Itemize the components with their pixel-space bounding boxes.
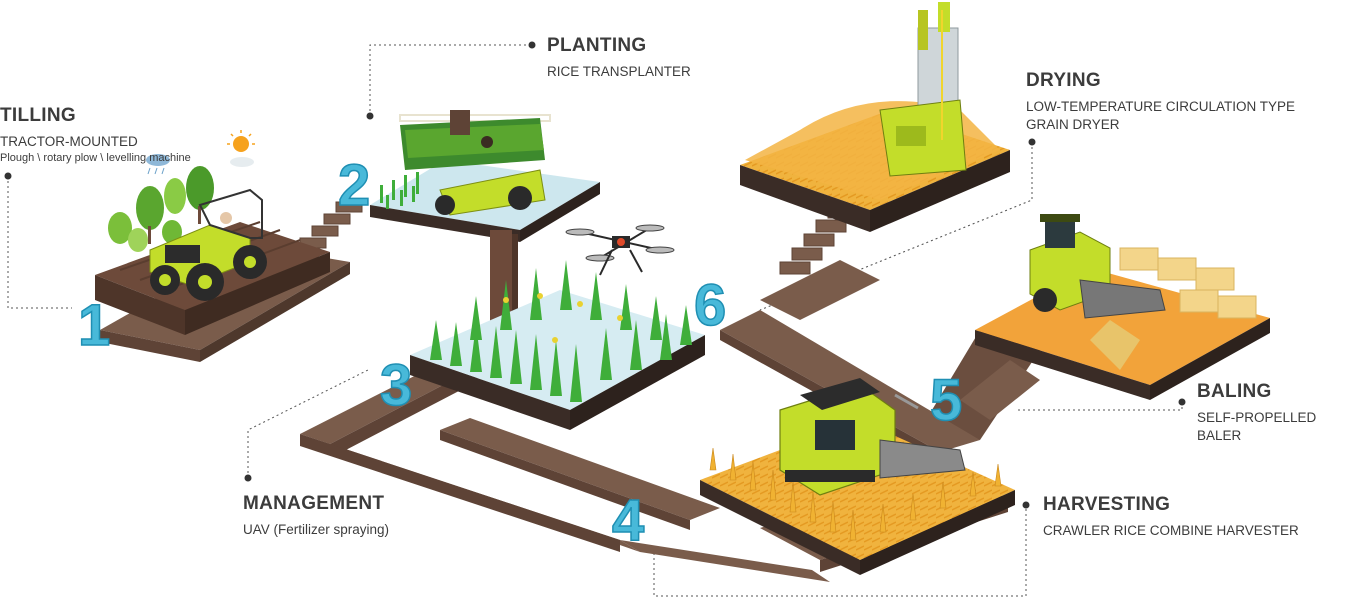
tilling-title: TILLING <box>0 105 76 126</box>
drone-icon <box>565 224 675 276</box>
hay-bales <box>1119 247 1257 319</box>
management-platform <box>410 260 705 430</box>
baler-icon <box>1029 214 1166 319</box>
drying-title: DRYING <box>1026 70 1101 91</box>
planting-title: PLANTING <box>547 35 647 56</box>
baling-title: BALING <box>1197 381 1272 402</box>
drying-platform <box>740 101 1010 232</box>
management-label: MANAGEMENT UAV (Fertilizer spraying) <box>243 493 389 539</box>
planting-label: PLANTING RICE TRANSPLANTER <box>547 35 691 81</box>
sun-icon <box>227 130 255 167</box>
tilling-detail: Plough \ rotary plow \ levelling machine <box>0 152 191 164</box>
tilling-subtitle: TRACTOR-MOUNTED <box>0 134 138 149</box>
rice-crop <box>430 260 692 402</box>
leader-lines <box>7 44 1183 597</box>
drying-subtitle-line1: LOW-TEMPERATURE CIRCULATION TYPE <box>1026 99 1296 114</box>
baling-subtitle: SELF-PROPELLED BALER <box>1197 410 1317 443</box>
drying-label: DRYING LOW-TEMPERATURE CIRCULATION TYPE … <box>1026 70 1295 134</box>
transplanter-icon <box>399 110 551 216</box>
step-numbers: 1 2 3 4 5 6 <box>77 152 963 554</box>
planting-subtitle: RICE TRANSPLANTER <box>547 64 691 79</box>
cloud-rain-icon <box>146 154 170 175</box>
step-number-5: 5 <box>930 368 962 433</box>
management-subtitle: UAV (Fertilizer spraying) <box>243 522 390 537</box>
harvesting-label: HARVESTING CRAWLER RICE COMBINE HARVESTE… <box>1043 494 1299 540</box>
drying-subtitle-line2: GRAIN DRYER <box>1026 117 1120 132</box>
harvesting-subtitle: CRAWLER RICE COMBINE HARVESTER <box>1043 523 1299 538</box>
drying-subtitle: LOW-TEMPERATURE CIRCULATION TYPE GRAIN D… <box>1026 98 1295 134</box>
harvesting-title: HARVESTING <box>1043 494 1171 515</box>
step-number-3: 3 <box>380 353 412 418</box>
baling-label: BALING SELF-PROPELLED BALER <box>1197 381 1361 445</box>
management-title: MANAGEMENT <box>243 493 385 514</box>
tractor-icon <box>149 188 267 301</box>
step-number-1: 1 <box>78 293 110 358</box>
step-number-4: 4 <box>612 488 644 553</box>
combine-harvester-icon <box>779 378 966 496</box>
step-number-2: 2 <box>338 153 370 218</box>
grain-dryer-icon <box>879 2 967 177</box>
step-number-6: 6 <box>694 273 726 338</box>
tilling-label: TILLING TRACTOR-MOUNTED Plough \ rotary … <box>0 105 191 165</box>
trees <box>108 166 214 252</box>
